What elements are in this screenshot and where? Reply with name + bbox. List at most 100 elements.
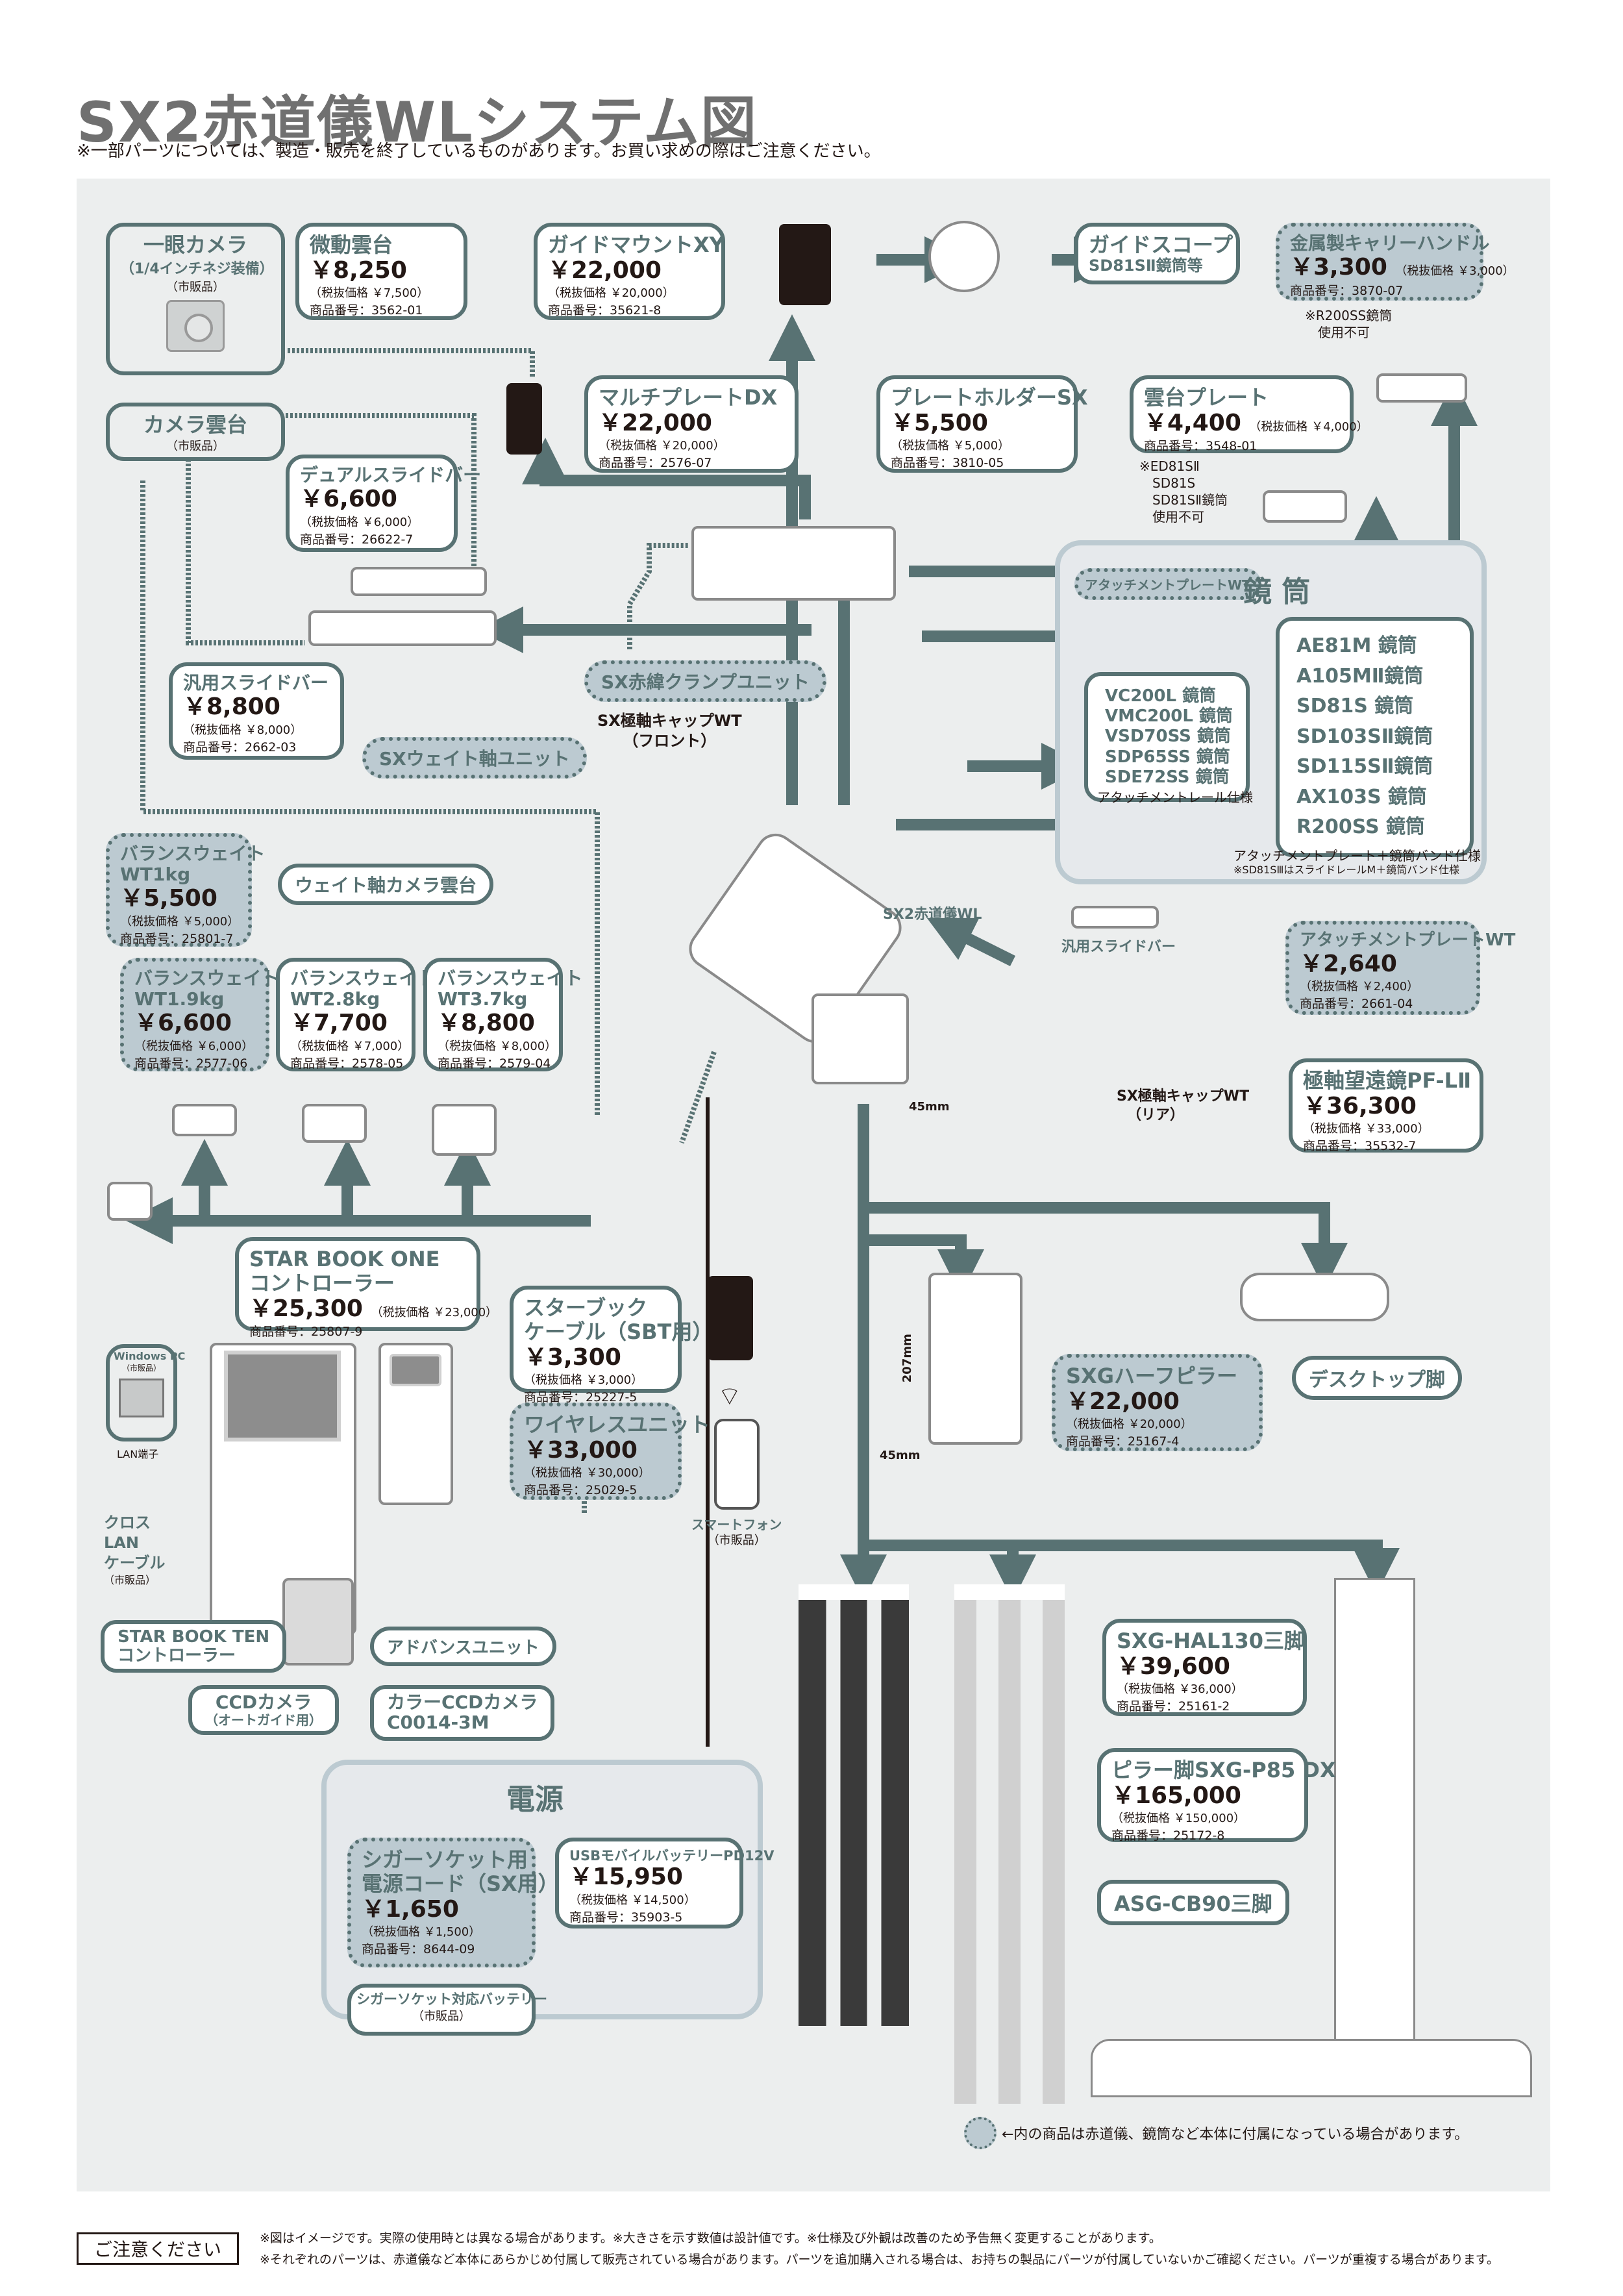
carry-handle-tax: （税抜価格 ￥3,000） — [1395, 264, 1515, 279]
polar-scope-code: 商品番号：35532-7 — [1303, 1139, 1417, 1154]
polar-cap-front-label: SX極軸キャップWT （フロント） — [597, 711, 742, 751]
band-note: ※SD81SⅢはスライドレールM＋鏡筒バンド仕様 — [1233, 864, 1460, 876]
mount-dim-45: 45mm — [909, 1100, 950, 1114]
starbook-one-code: 商品番号：25807-9 — [249, 1324, 363, 1339]
asg-cb90-tripod-icon — [799, 1584, 909, 2026]
band-tube-list: AE81M 鏡筒 A105MⅡ鏡筒 SD81S 鏡筒 SD103SⅡ鏡筒 SD1… — [1276, 617, 1474, 857]
starbook-one-name: STAR BOOK ONE — [249, 1247, 440, 1271]
wireless-unit-price: ￥33,000 — [524, 1436, 638, 1464]
starbook-ten-name: STAR BOOK TEN — [118, 1627, 270, 1647]
starbook-cable-box: スターブック ケーブル（SBT用） ￥3,300 （税抜価格 ￥3,000） 商… — [510, 1286, 713, 1404]
laptop-icon — [119, 1379, 164, 1418]
weight-1-9kg-tax: （税抜価格 ￥6,000） — [134, 1039, 254, 1053]
weight-1kg-name: バランスウェイト — [120, 843, 266, 864]
rail-caption: アタッチメントレール仕様 — [1097, 790, 1253, 805]
usb-battery-code: 商品番号：35903-5 — [569, 1910, 683, 1925]
dual-slide-box: デュアルスライドバー ￥6,600 （税抜価格 ￥6,000） 商品番号：266… — [286, 455, 481, 552]
starbook-ten-sub: コントローラー — [118, 1645, 236, 1666]
weight-3-7kg-name: バランスウェイト — [438, 967, 583, 989]
weight-1-9kg-name: バランスウェイト — [134, 967, 280, 989]
weight-3-7kg-price: ￥8,800 — [438, 1010, 535, 1037]
starbook-cable-tax: （税抜価格 ￥3,000） — [524, 1373, 643, 1387]
weight-1-9kg-box: バランスウェイト WT1.9kg ￥6,600 （税抜価格 ￥6,000） 商品… — [120, 958, 280, 1071]
tubes-group-title: 鏡 筒 — [1243, 575, 1311, 608]
cross-lan-line-3: ケーブル — [104, 1554, 166, 1573]
starbook-one-screen — [390, 1354, 441, 1386]
starbook-cable-price: ￥3,300 — [524, 1343, 621, 1371]
micro-head-device-icon — [506, 383, 542, 455]
plate-holder-price: ￥5,500 — [891, 409, 988, 436]
windows-pc-note: （市販品） — [121, 1364, 161, 1373]
polar-scope-price: ￥36,300 — [1303, 1092, 1417, 1119]
cigar-battery-box: シガーソケット対応バッテリー （市販品） — [347, 1984, 547, 2036]
hal130-price: ￥39,600 — [1117, 1653, 1230, 1680]
usb-battery-name: USBモバイルバッテリーPD12V — [569, 1848, 774, 1864]
weight-2-8kg-name: バランスウェイト — [290, 967, 436, 989]
half-pillar-tax: （税抜価格 ￥20,000） — [1066, 1417, 1193, 1432]
slide-bar-tax: （税抜価格 ￥8,000） — [183, 723, 303, 737]
carry-handle-box: 金属製キャリーハンドル ￥3,300 （税抜価格 ￥3,000） 商品番号：38… — [1276, 223, 1515, 301]
pillar-p85-box: ピラー脚SXG-P85 DX ￥165,000 （税抜価格 ￥150,000） … — [1097, 1748, 1336, 1843]
cross-lan-line-2: LAN — [104, 1534, 139, 1553]
half-pillar-price: ￥22,000 — [1066, 1388, 1180, 1415]
legend-text: ←内の商品は赤道儀、鏡筒など本体に付属になっている場合があります。 — [1002, 2127, 1469, 2143]
weight-3-7kg-code: 商品番号：2579-04 — [438, 1056, 551, 1071]
footer-note-1: ※図はイメージです。実際の使用時とは異なる場合があります。※大きさを示す数値は設… — [260, 2231, 1161, 2245]
carry-handle-price: ￥3,300 — [1290, 254, 1387, 281]
weight-1kg-tax: （税抜価格 ￥5,000） — [120, 914, 240, 929]
multi-plate-box: マルチプレートDX ￥22,000 （税抜価格 ￥20,000） 商品番号：25… — [584, 375, 799, 473]
head-plate-box: 雲台プレート ￥4,400 （税抜価格 ￥4,000） 商品番号：3548-01 — [1130, 375, 1369, 453]
tube-item: SDE72SS 鏡筒 — [1105, 767, 1230, 787]
half-pillar-dim-207: 207mm — [900, 1334, 914, 1383]
wireless-unit-device-icon — [708, 1276, 753, 1360]
polar-cap-rear-sub: （リア） — [1127, 1106, 1185, 1123]
weight-shaft-unit-label: SXウェイト軸ユニット — [362, 737, 587, 779]
polar-scope-tax: （税抜価格 ￥33,000） — [1303, 1122, 1430, 1136]
weight-2-8kg-code: 商品番号：2578-05 — [290, 1056, 404, 1071]
wireless-unit-name: ワイヤレスユニット — [524, 1412, 711, 1437]
cigar-cord-code: 商品番号：8644-09 — [362, 1941, 475, 1956]
ccd-camera-name: CCDカメラ — [215, 1691, 312, 1713]
half-pillar-box: SXGハーフピラー ￥22,000 （税抜価格 ￥20,000） 商品番号：25… — [1052, 1354, 1263, 1451]
camera-box: 一眼カメラ （1/4インチネジ装備） （市販品） — [106, 223, 285, 375]
weight-2-8kg-sub: WT2.8kg — [290, 988, 380, 1010]
plate-holder-code: 商品番号：3810-05 — [891, 456, 1004, 471]
slide-bar-small-icon — [1071, 906, 1159, 929]
attach-plate-wt-name: アタッチメントプレートWT — [1300, 930, 1516, 950]
guide-mount-box: ガイドマウントXY ￥22,000 （税抜価格 ￥20,000） 商品番号：35… — [534, 223, 725, 320]
head-plate-note-4: 使用不可 — [1152, 509, 1204, 525]
lan-port-label: LAN端子 — [117, 1448, 159, 1460]
pillar-p85-base-icon — [1091, 2039, 1532, 2097]
dual-slide-tax: （税抜価格 ￥6,000） — [300, 515, 419, 529]
polar-cap-rear-label: SX極軸キャップWT （リア） — [1117, 1088, 1249, 1125]
tube-item: SD103SⅡ鏡筒 — [1296, 725, 1433, 748]
guide-mount-device-icon — [779, 224, 831, 305]
camera-head-note: （市販品） — [166, 439, 225, 453]
head-plate-name: 雲台プレート — [1144, 385, 1269, 410]
cross-lan-label: クロス LAN ケーブル （市販品） — [104, 1513, 166, 1587]
weight-device-icon — [432, 1104, 497, 1156]
tube-item: VMC200L 鏡筒 — [1105, 706, 1233, 727]
starbook-cable-name: スターブック — [524, 1295, 648, 1320]
power-group-title: 電源 — [506, 1783, 564, 1816]
starbook-one-sub: コントローラー — [249, 1270, 395, 1295]
pillar-p85-code: 商品番号：25172-8 — [1111, 1828, 1225, 1843]
head-plate-tax: （税抜価格 ￥4,000） — [1249, 419, 1369, 434]
cross-lan-note: （市販品） — [104, 1573, 156, 1586]
windows-pc-name: Windows PC — [114, 1350, 186, 1362]
head-plate-note-2: SD81S — [1152, 475, 1196, 491]
cigar-cord-name-2: 電源コード（SX用） — [362, 1871, 559, 1896]
slide-bar-box: 汎用スライドバー ￥8,800 （税抜価格 ￥8,000） 商品番号：2662-… — [169, 662, 344, 760]
polar-cap-front-name: SX極軸キャップWT — [597, 712, 742, 730]
pillar-p85-icon — [1334, 1578, 1415, 2078]
starbook-one-box: STAR BOOK ONE コントローラー ￥25,300 （税抜価格 ￥23,… — [235, 1237, 497, 1339]
footer-note-2: ※それぞれのパーツは、赤道儀など本体にあらかじめ付属して販売されている場合があり… — [260, 2252, 1499, 2267]
slide-bar-code: 商品番号：2662-03 — [183, 740, 297, 755]
band-caption: アタッチメントプレート＋鏡筒バンド仕様 — [1233, 848, 1481, 864]
advance-unit-device-icon — [282, 1578, 354, 1666]
weight-1kg-price: ￥5,500 — [120, 885, 217, 912]
starbook-ten-screen — [224, 1351, 341, 1441]
slide-bar-name: 汎用スライドバー — [183, 672, 329, 693]
smartphone-note: （市販品） — [707, 1534, 766, 1547]
tube-item: R200SS 鏡筒 — [1296, 816, 1426, 838]
